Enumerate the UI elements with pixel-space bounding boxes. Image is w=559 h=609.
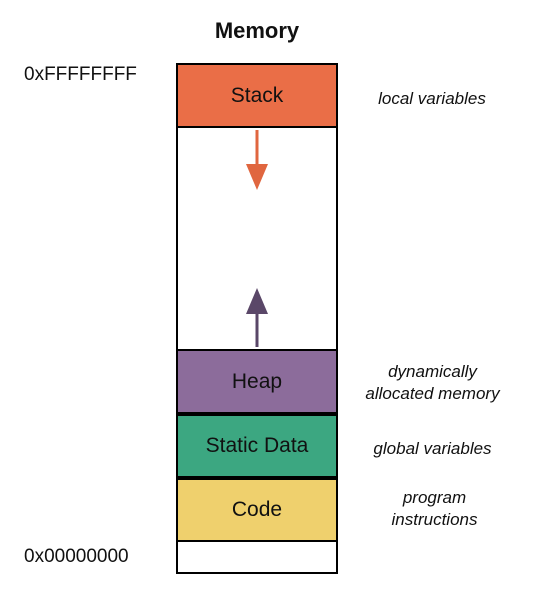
diagram-title: Memory (214, 18, 300, 43)
stack-segment-label: Stack (230, 83, 284, 107)
stack-annotation-text: local variables (378, 89, 486, 108)
static-data-segment-label: Static Data (205, 434, 309, 457)
code-annotation: program instructions (352, 487, 517, 531)
heap-annotation: dynamically allocated memory (340, 361, 525, 405)
static-annotation-text: global variables (373, 439, 492, 458)
heap-annotation-line1: dynamically (388, 362, 477, 381)
stack-annotation: local variables (352, 88, 512, 110)
code-annotation-line2: instructions (391, 510, 478, 529)
heap-annotation-line2: allocated memory (365, 384, 500, 403)
static-annotation: global variables (345, 438, 520, 460)
heap-segment-label: Heap (231, 369, 283, 393)
heap-segment: Heap (176, 349, 338, 414)
code-annotation-line1: program (402, 488, 467, 507)
stack-segment: Stack (176, 63, 338, 128)
high-address-label: 0xFFFFFFFF (24, 64, 137, 85)
code-segment: Code (176, 478, 338, 542)
static-data-segment: Static Data (176, 414, 338, 478)
code-segment-label: Code (231, 498, 283, 521)
low-address-label: 0x00000000 (24, 546, 129, 567)
